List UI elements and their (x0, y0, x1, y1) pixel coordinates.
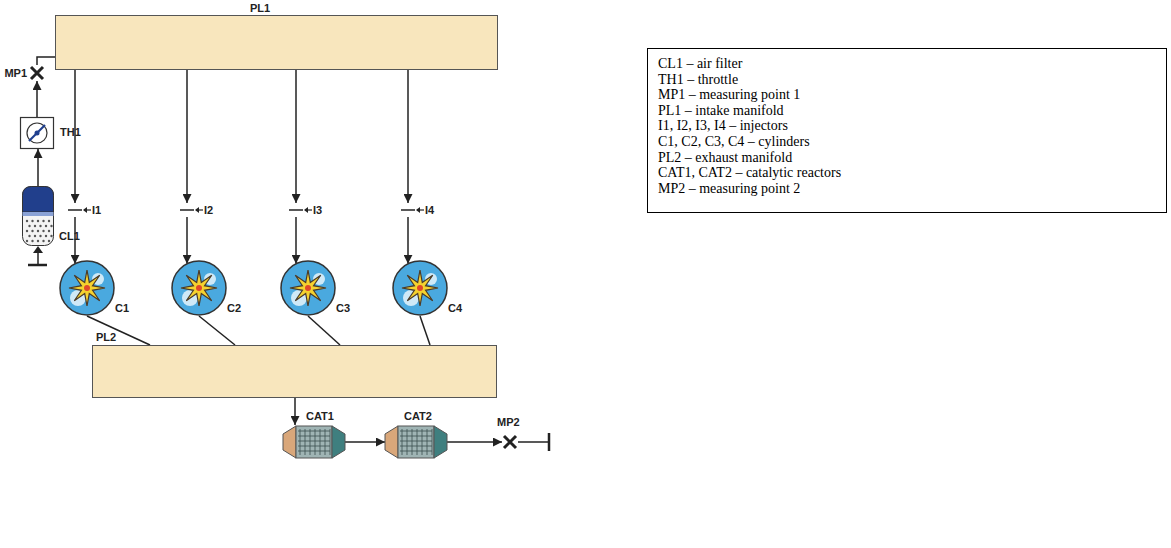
part-name: C2 (227, 302, 241, 315)
cylinder-symbol (280, 260, 336, 316)
measuring-point: MP1 (29, 65, 45, 81)
connector (447, 441, 502, 443)
part-name: C3 (336, 302, 350, 315)
legend-line: I1, I2, I3, I4 – injectors (658, 118, 1156, 134)
air-filter-symbol: CL1 (22, 186, 54, 246)
filter-icon (23, 187, 54, 246)
injector-symbol: I3 (289, 203, 303, 217)
cylinder-symbol (171, 260, 227, 316)
cylinder-symbol (59, 260, 115, 316)
part-name: I4 (425, 204, 434, 217)
inj-icon (180, 207, 203, 213)
part-name: I2 (204, 204, 213, 217)
cyl-icon (172, 261, 226, 315)
measuring-point (29, 65, 45, 81)
measuring-point: MP2 (502, 434, 518, 450)
part-name: C1 (115, 302, 129, 315)
connector (37, 57, 55, 65)
legend-line: MP2 – measuring point 2 (658, 181, 1156, 197)
throttle-icon (21, 118, 54, 149)
legend-box: CL1 – air filterTH1 – throttleMP1 – meas… (647, 48, 1167, 213)
injector-symbol: I4 (401, 203, 415, 217)
injector-symbol: I2 (180, 203, 194, 217)
intake-manifold: PL1 (55, 15, 498, 70)
connector (420, 316, 430, 345)
air-filter-symbol (22, 186, 54, 246)
connector (87, 316, 150, 345)
cylinder-symbol: C4 (392, 260, 448, 316)
cylinder-symbol: C2 (171, 260, 227, 316)
outlet-line (518, 441, 549, 443)
inj-icon (68, 207, 91, 213)
inj-icon (289, 207, 312, 213)
connector (186, 217, 188, 264)
catalytic-reactor-symbol (385, 425, 447, 459)
injector-symbol (68, 203, 82, 217)
part-name: CAT1 (306, 410, 334, 423)
inj-icon (401, 207, 424, 213)
cyl-icon (393, 261, 447, 315)
cyl-icon (281, 261, 335, 315)
connector (295, 70, 297, 203)
legend-line: MP1 – measuring point 1 (658, 87, 1156, 103)
exhaust-manifold: PL2 (92, 345, 497, 398)
legend-line: CL1 – air filter (658, 56, 1156, 72)
inlet-arrowhead (33, 246, 43, 253)
catalytic-reactor-symbol: CAT2 (385, 425, 447, 459)
part-name: C4 (448, 302, 462, 315)
injector-symbol (180, 203, 194, 217)
connector (308, 316, 340, 345)
legend-line: PL2 – exhaust manifold (658, 150, 1156, 166)
part-name: PL1 (250, 2, 270, 15)
connector (37, 149, 39, 186)
injector-symbol: I1 (68, 203, 82, 217)
cylinder-symbol (392, 260, 448, 316)
connector (294, 398, 296, 425)
catalytic-reactor-symbol: CAT1 (283, 425, 345, 459)
legend-line: C1, C2, C3, C4 – cylinders (658, 134, 1156, 150)
cylinder-symbol: C3 (280, 260, 336, 316)
throttle-symbol: TH1 (20, 117, 54, 149)
measuring-point (502, 434, 518, 450)
legend-line: PL1 – intake manifold (658, 103, 1156, 119)
cat-icon (385, 426, 447, 458)
connector (345, 441, 385, 443)
cylinder-symbol: C1 (59, 260, 115, 316)
part-name: CL1 (59, 230, 80, 243)
part-name: PL2 (96, 331, 116, 344)
legend-line: CAT1, CAT2 – catalytic reactors (658, 165, 1156, 181)
connector (407, 70, 409, 203)
inlet-line (37, 252, 39, 265)
mp-icon (504, 436, 516, 448)
throttle-symbol (20, 117, 54, 149)
cyl-icon (60, 261, 114, 315)
part-name: MP1 (4, 67, 27, 80)
part-name: TH1 (60, 126, 81, 139)
injector-symbol (401, 203, 415, 217)
injector-symbol (289, 203, 303, 217)
connector (407, 217, 409, 264)
part-name: CAT2 (404, 410, 432, 423)
connector (295, 217, 297, 264)
connector (186, 70, 188, 203)
part-name: I3 (313, 204, 322, 217)
legend-line: TH1 – throttle (658, 72, 1156, 88)
connector (36, 81, 38, 117)
mp-icon (31, 67, 43, 79)
catalytic-reactor-symbol (283, 425, 345, 459)
cat-icon (283, 426, 345, 458)
connector (199, 316, 235, 345)
part-name: I1 (92, 204, 101, 217)
outlet-terminal (548, 433, 551, 451)
part-name: MP2 (497, 416, 520, 429)
